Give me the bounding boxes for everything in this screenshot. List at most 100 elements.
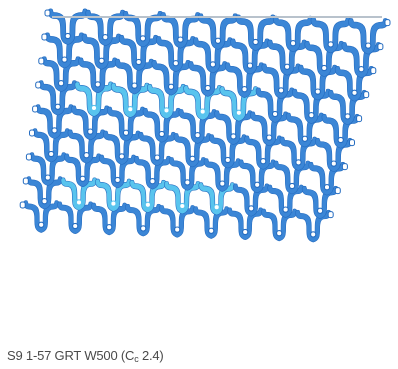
caption-subscript: c	[134, 354, 139, 364]
hinge-hole	[365, 42, 372, 49]
hinge-hole	[189, 155, 196, 162]
hinge-hole	[289, 40, 297, 47]
hinge-hole	[208, 227, 215, 234]
hinge-hole	[184, 179, 191, 186]
hinge-hole	[131, 82, 138, 89]
end-peg	[29, 129, 35, 137]
end-peg	[22, 177, 29, 185]
end-peg	[44, 9, 51, 17]
hinge-hole	[246, 62, 254, 69]
belt-row	[32, 104, 363, 149]
hinge-hole	[327, 41, 334, 48]
hinge-hole	[75, 199, 83, 206]
hinge-hole	[310, 231, 317, 238]
end-peg	[32, 105, 39, 113]
hinge-hole	[301, 135, 309, 142]
hinge-hole	[38, 221, 45, 228]
hinge-hole	[254, 181, 261, 188]
hinge-hole	[174, 226, 181, 233]
belt-row	[38, 56, 377, 102]
hinge-hole	[135, 58, 142, 66]
hinge-hole	[48, 150, 55, 158]
hinge-hole	[54, 103, 61, 110]
hinge-hole	[172, 60, 179, 67]
end-peg	[334, 187, 341, 195]
hinge-hole	[158, 130, 165, 138]
hinge-hole	[271, 110, 279, 118]
end-peg	[41, 33, 48, 41]
hinge-hole	[179, 202, 186, 210]
hinge-hole	[323, 184, 331, 191]
end-peg	[38, 57, 45, 65]
hinge-hole	[351, 89, 358, 96]
image-caption: S9 1-57 GRT W500 (Cc 2.4)	[7, 348, 164, 364]
hinge-hole	[314, 88, 321, 95]
hinge-hole	[41, 198, 48, 205]
caption-prefix: S9 1-57 GRT W500 (C	[7, 348, 135, 363]
hinge-hole	[139, 35, 147, 42]
hinge-hole	[295, 159, 302, 166]
hinge-hole	[283, 63, 291, 70]
hinge-hole	[79, 175, 86, 182]
hinge-hole	[72, 222, 79, 230]
hinge-hole	[194, 132, 201, 139]
hinge-hole	[177, 36, 184, 43]
hinge-hole	[288, 182, 296, 190]
hinge-hole	[276, 230, 283, 237]
hinge-hole	[149, 178, 156, 185]
end-peg	[363, 91, 370, 99]
hinge-hole	[163, 107, 170, 114]
hinge-hole	[90, 104, 98, 112]
hinge-hole	[144, 201, 152, 208]
hinge-hole	[241, 86, 248, 93]
hinge-hole	[213, 204, 220, 211]
hinge-hole	[224, 156, 231, 164]
hinge-hole	[282, 206, 289, 213]
hinge-hole	[154, 154, 161, 161]
hinge-hole	[235, 109, 243, 116]
hinge-hole	[219, 180, 226, 187]
end-peg	[35, 81, 42, 89]
hinge-hole	[358, 66, 365, 73]
hinge-hole	[106, 224, 113, 231]
end-peg	[19, 201, 26, 209]
end-peg	[384, 19, 391, 27]
hinge-hole	[248, 205, 255, 212]
hinge-hole	[118, 153, 125, 160]
hinge-hole	[98, 57, 105, 64]
hinge-hole	[277, 87, 285, 94]
hinge-hole	[344, 113, 351, 120]
end-peg	[349, 139, 355, 147]
hinge-hole	[44, 174, 51, 181]
hinge-hole	[83, 152, 90, 159]
caption-suffix: 2.4)	[138, 348, 164, 363]
hinge-hole	[252, 38, 259, 46]
hinge-hole	[64, 32, 71, 40]
hinge-hole	[337, 136, 344, 144]
belt-rows	[19, 8, 391, 243]
hinge-hole	[127, 106, 134, 113]
hinge-hole	[87, 128, 94, 135]
hinge-hole	[209, 61, 217, 68]
end-peg	[341, 163, 348, 171]
hinge-hole	[321, 64, 328, 72]
hinge-hole	[308, 112, 315, 119]
end-peg	[370, 67, 377, 75]
hinge-hole	[266, 134, 273, 141]
hinge-hole	[61, 56, 68, 63]
belt-row	[41, 32, 384, 79]
hinge-hole	[140, 225, 147, 232]
hinge-hole	[114, 176, 121, 184]
hinge-hole	[242, 228, 249, 236]
hinge-hole	[316, 207, 324, 214]
belt-row	[19, 200, 334, 243]
hinge-hole	[167, 83, 175, 90]
end-peg	[327, 211, 334, 219]
end-peg	[377, 43, 384, 51]
belt-row	[44, 8, 391, 55]
hinge-hole	[94, 81, 101, 88]
belt-row	[29, 128, 355, 173]
hinge-hole	[230, 133, 237, 140]
hinge-hole	[51, 127, 58, 134]
